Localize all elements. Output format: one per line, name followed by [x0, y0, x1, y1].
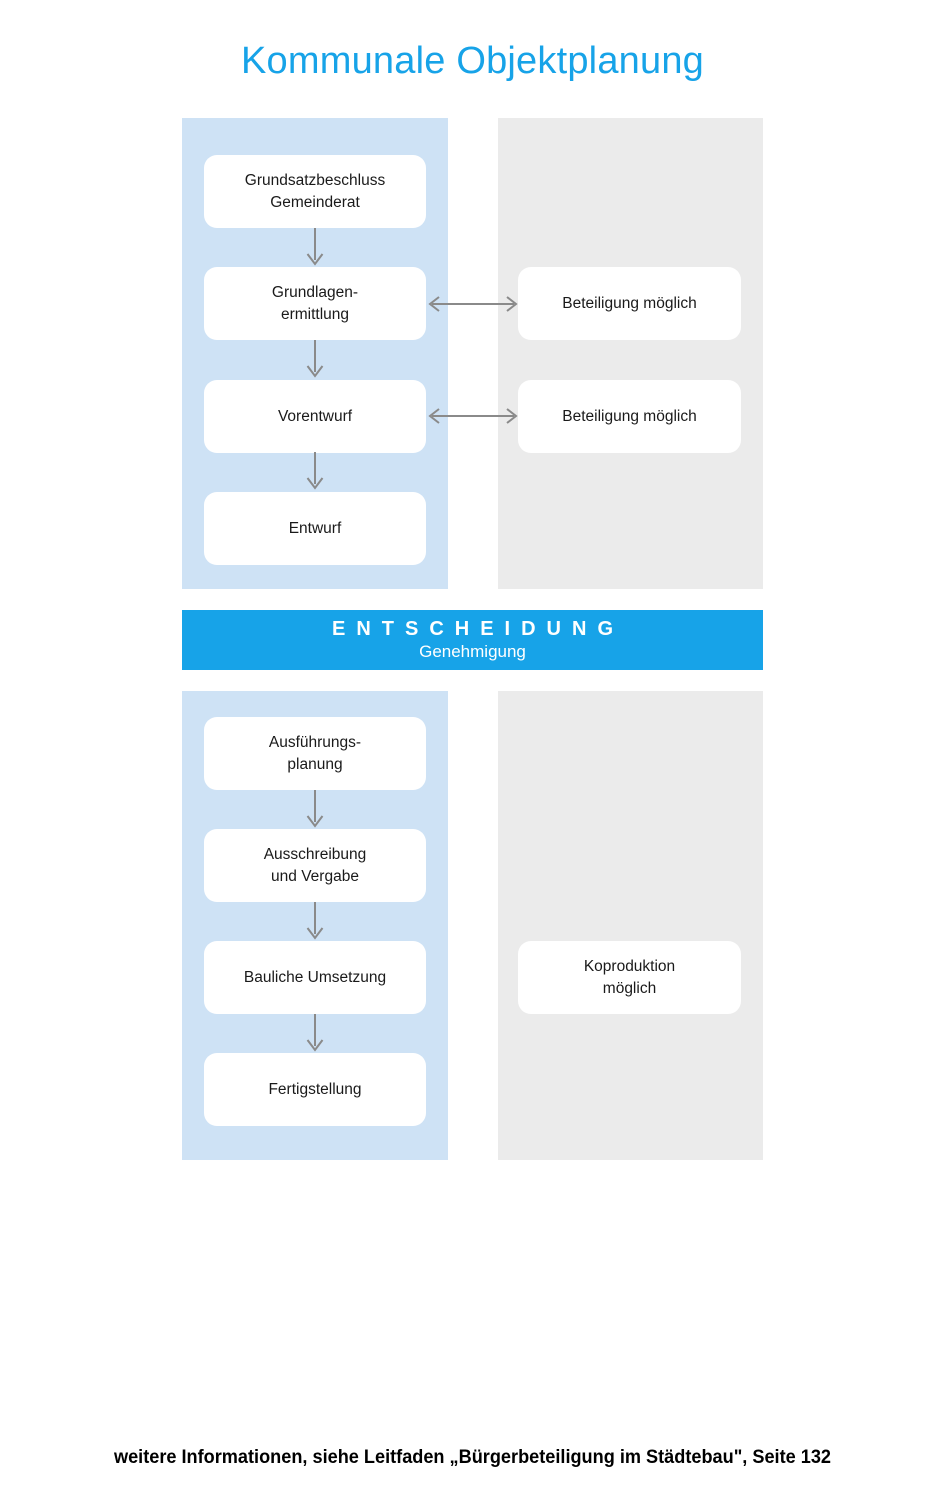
footer-note: weitere Informationen, siehe Leitfaden „…	[113, 1446, 832, 1468]
participation-box-label: Beteiligung möglich	[562, 294, 697, 312]
process-step-label: Fertigstellung	[268, 1080, 362, 1098]
participation-panel-upper	[498, 118, 763, 589]
process-step-fertigstellung[interactable]: Fertigstellung	[204, 1053, 426, 1126]
process-step-vorentwurf[interactable]: Vorentwurf	[204, 380, 426, 453]
arrow-bidirectional-icon	[428, 408, 518, 424]
decision-banner: ENTSCHEIDUNG Genehmigung	[182, 610, 763, 670]
participation-box-label: Beteiligung möglich	[562, 407, 697, 425]
arrow-down-icon	[306, 790, 324, 828]
decision-banner-subtitle: Genehmigung	[419, 641, 526, 661]
participation-panel-lower	[498, 691, 763, 1160]
arrow-down-icon	[306, 228, 324, 266]
process-step-label: Entwurf	[288, 519, 342, 537]
process-step-grundsatzbeschluss[interactable]: Grundsatzbeschluss Gemeinderat	[204, 155, 426, 228]
arrow-bidirectional-icon	[428, 296, 518, 312]
process-step-label: Grundlagen- ermittlung	[271, 283, 359, 323]
page-title: Kommunale Objektplanung	[241, 40, 704, 82]
process-step-grundlagenermittlung[interactable]: Grundlagen- ermittlung	[204, 267, 426, 340]
participation-box-koproduktion[interactable]: Koproduktion möglich	[518, 941, 741, 1014]
process-step-bauliche-umsetzung[interactable]: Bauliche Umsetzung	[204, 941, 426, 1014]
process-step-label: Ausführungs- planung	[268, 733, 362, 773]
process-step-entwurf[interactable]: Entwurf	[204, 492, 426, 565]
process-step-label: Vorentwurf	[277, 407, 353, 425]
process-step-ausschreibung-und-vergabe[interactable]: Ausschreibung und Vergabe	[204, 829, 426, 902]
arrow-down-icon	[306, 340, 324, 378]
arrow-down-icon	[306, 452, 324, 490]
process-step-label: Bauliche Umsetzung	[243, 968, 387, 986]
arrow-down-icon	[306, 902, 324, 940]
process-step-ausfuehrungsplanung[interactable]: Ausführungs- planung	[204, 717, 426, 790]
process-step-label: Ausschreibung und Vergabe	[263, 845, 367, 885]
process-step-label: Grundsatzbeschluss Gemeinderat	[244, 171, 386, 211]
participation-box-label: Koproduktion möglich	[583, 957, 676, 997]
arrow-down-icon	[306, 1014, 324, 1052]
decision-banner-title: ENTSCHEIDUNG	[331, 618, 624, 641]
participation-box-beteiligung-1[interactable]: Beteiligung möglich	[518, 267, 741, 340]
participation-box-beteiligung-2[interactable]: Beteiligung möglich	[518, 380, 741, 453]
